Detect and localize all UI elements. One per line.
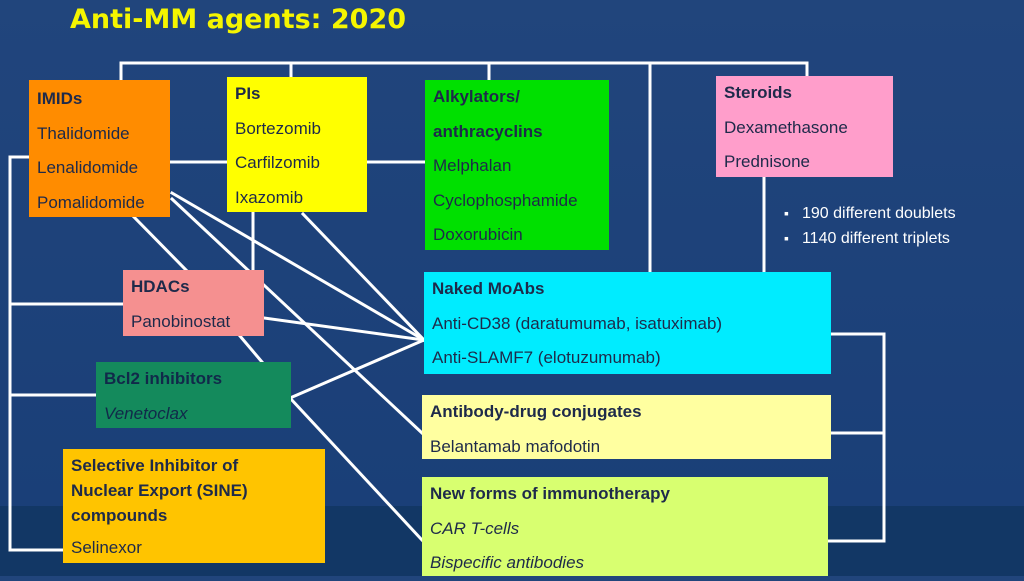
immunotherapy-box: New forms of immunotherapy CAR T-cells B…: [422, 477, 828, 576]
pis-item: Ixazomib: [235, 187, 304, 207]
steroids-item: Dexamethasone: [724, 117, 848, 137]
adc-heading: Antibody-drug conjugates: [430, 402, 642, 421]
naked-moabs-box: Naked MoAbs Anti-CD38 (daratumumab, isat…: [424, 272, 831, 374]
alkylators-item: Melphalan: [433, 156, 512, 175]
imids-to-mab-line: [169, 190, 427, 343]
pis-to-mab-line: [300, 211, 427, 343]
bcl2-item: Venetoclax: [104, 403, 188, 423]
hdacs-to-bcl2-line: [237, 333, 265, 365]
slide-title: Anti-MM agents: 2020: [70, 4, 407, 35]
steroids-item: Prednisone: [724, 152, 811, 171]
pis-box: PIs Bortezomib Carfilzomib Ixazomib: [227, 77, 367, 212]
steroids-box: Steroids Dexamethasone Prednisone: [716, 76, 893, 177]
steroids-heading: Steroids: [724, 83, 793, 102]
combination-bullets: 190 different doublets 1140 different tr…: [784, 201, 956, 251]
bcl2-to-immuno-line: [287, 395, 425, 543]
top-bus-line: [119, 61, 809, 82]
right-bracket-line: [826, 332, 886, 543]
pis-item: Carfilzomib: [235, 153, 321, 172]
alkylators-item: Cyclophosphamide: [433, 190, 578, 210]
adc-item: Belantamab mafodotin: [430, 436, 601, 456]
alkylators-heading-line1: Alkylators/: [433, 87, 520, 106]
hdacs-heading: HDACs: [131, 277, 190, 296]
bcl2-heading: Bcl2 inhibitors: [104, 369, 223, 388]
imids-item: Thalidomide: [37, 123, 130, 143]
left-bus-line: [8, 155, 65, 552]
adc-box: Antibody-drug conjugates Belantamab mafo…: [422, 395, 831, 459]
naked-moabs-heading: Naked MoAbs: [432, 279, 545, 298]
bullet-item: 190 different doublets: [784, 201, 956, 226]
bcl2-to-mab-line: [288, 338, 426, 400]
immunotherapy-item: Bispecific antibodies: [430, 553, 585, 572]
immunotherapy-item: CAR T-cells: [430, 518, 520, 538]
sine-item: Selinexor: [71, 538, 142, 557]
alkylators-heading-line2: anthracyclins: [433, 121, 543, 141]
pis-heading: PIs: [235, 84, 261, 103]
imids-item: Pomalidomide: [37, 192, 145, 212]
sine-box: Selective Inhibitor of Nuclear Export (S…: [63, 449, 325, 563]
imids-heading: IMIDs: [37, 89, 83, 108]
alkylators-box: Alkylators/ anthracyclins Melphalan Cycl…: [425, 80, 609, 250]
sine-heading-line1: Selective Inhibitor of: [71, 456, 239, 475]
imids-to-adc-line: [169, 196, 425, 436]
imids-to-hdacs-line: [131, 214, 189, 273]
imids-box: IMIDs Thalidomide Lenalidomide Pomalidom…: [29, 80, 170, 217]
hdacs-to-mab-line: [262, 316, 426, 342]
bullet-item: 1140 different triplets: [784, 226, 956, 251]
alkylators-item: Doxorubicin: [433, 225, 523, 244]
pis-item: Bortezomib: [235, 118, 321, 138]
naked-moabs-item: Anti-SLAMF7 (elotuzumumab): [432, 348, 661, 367]
sine-heading-line3: compounds: [71, 506, 168, 525]
imids-item: Lenalidomide: [37, 158, 139, 177]
hdacs-box: HDACs Panobinostat: [123, 270, 264, 336]
hdacs-item: Panobinostat: [131, 311, 231, 331]
naked-moabs-item: Anti-CD38 (daratumumab, isatuximab): [432, 313, 723, 333]
immunotherapy-heading: New forms of immunotherapy: [430, 484, 670, 503]
bcl2-box: Bcl2 inhibitors Venetoclax: [96, 362, 291, 428]
sine-heading-line2: Nuclear Export (SINE): [71, 481, 248, 500]
